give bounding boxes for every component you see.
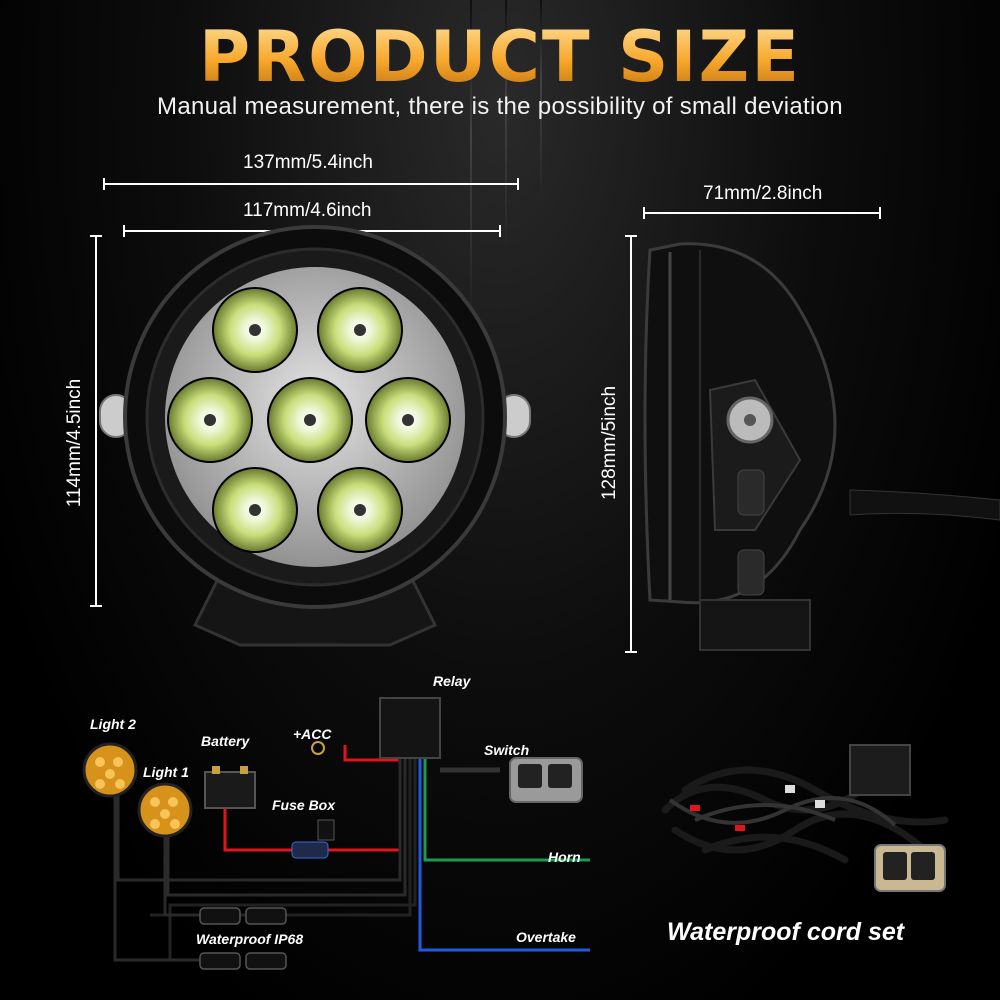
overtake-label: Overtake [516,929,576,945]
waterproof-label: Waterproof IP68 [196,931,304,947]
acc-label: +ACC [293,726,332,742]
wiring-diagram [82,697,590,970]
page-title: PRODUCT SIZE [0,16,1000,98]
outer-width-label: 137mm/5.4inch [243,152,373,173]
relay-label: Relay [433,673,471,689]
side-height-line [625,235,637,653]
light-streak [470,0,472,330]
depth-line [643,207,881,219]
cord-set-image [661,744,949,892]
battery-label: Battery [201,733,250,749]
switch-label: Switch [484,742,530,758]
cord-set-label: Waterproof cord set [667,918,905,946]
light2-label: Light 2 [90,716,136,732]
side-view-light [643,242,1000,651]
front-height-line [90,235,102,607]
outer-width-line [103,178,519,190]
horn-label: Horn [548,849,581,865]
light1-label: Light 1 [143,764,189,780]
depth-label: 71mm/2.8inch [703,183,823,204]
lens-width-label: 117mm/4.6inch [243,200,372,221]
fuse-box-label: Fuse Box [272,797,336,813]
light-streak [540,0,542,200]
front-view-light [99,225,531,647]
light-streak [505,0,507,250]
side-height-label: 128mm/5inch [599,385,620,501]
front-height-label: 114mm/4.5inch [64,378,85,508]
page-subtitle: Manual measurement, there is the possibi… [157,93,843,120]
